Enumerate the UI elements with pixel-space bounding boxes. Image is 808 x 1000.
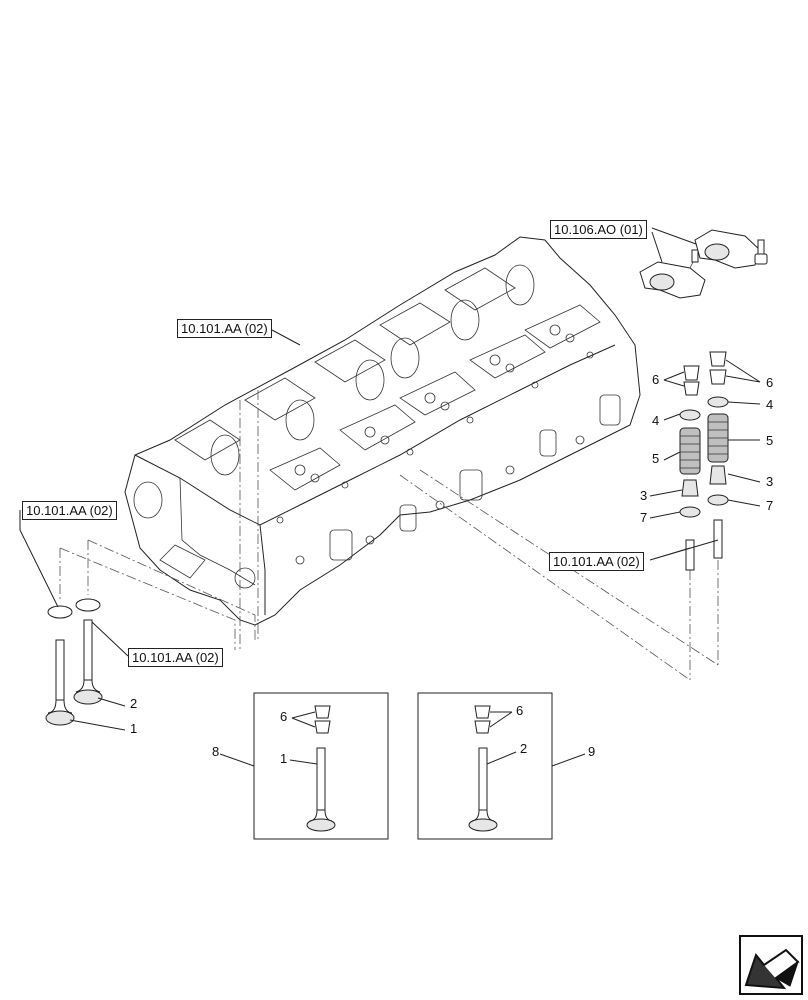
next-page-arrow-icon[interactable]: [739, 935, 803, 995]
cylinder-head: [124, 236, 641, 626]
kit-box-8: [219, 692, 389, 840]
ref-valve-guides-right[interactable]: 10.101.AA (02): [549, 552, 644, 571]
kit-8-valve: 1: [280, 751, 288, 766]
kit-9-valve: 2: [520, 741, 528, 756]
kit-8-half-keys: 6: [280, 709, 288, 724]
callout-1: 1: [130, 721, 138, 736]
ref-head-left[interactable]: 10.101.AA (02): [22, 501, 117, 520]
kit-8-number: 8: [212, 744, 220, 759]
callout-7-left: 7: [640, 510, 648, 525]
ref-head-top[interactable]: 10.101.AA (02): [177, 319, 272, 338]
callout-2: 2: [130, 696, 138, 711]
head-valve-ports: [269, 304, 601, 524]
right-leaders: [649, 359, 761, 561]
callout-5-left: 5: [652, 451, 660, 466]
callout-7-right: 7: [766, 498, 774, 513]
kit-box-9: [417, 692, 586, 840]
valve-stack-left: [679, 365, 701, 571]
head-leader: [271, 329, 301, 346]
rocker-arms: [639, 227, 768, 299]
callout-6-left: 6: [652, 372, 660, 387]
ref-valve-guides-left[interactable]: 10.101.AA (02): [128, 648, 223, 667]
head-side-ports: [159, 394, 621, 589]
callout-3-right: 3: [766, 474, 774, 489]
assembly-lines: [59, 390, 719, 681]
callout-6-right: 6: [766, 375, 774, 390]
kit-9-half-keys: 6: [516, 703, 524, 718]
callout-4-right: 4: [766, 397, 774, 412]
valve-stack-right: [707, 351, 729, 559]
left-valves: [19, 510, 129, 731]
callout-3-left: 3: [640, 488, 648, 503]
callout-5-right: 5: [766, 433, 774, 448]
callout-4-left: 4: [652, 413, 660, 428]
kit-9-number: 9: [588, 744, 596, 759]
ref-rocker-arms[interactable]: 10.106.AO (01): [550, 220, 647, 239]
